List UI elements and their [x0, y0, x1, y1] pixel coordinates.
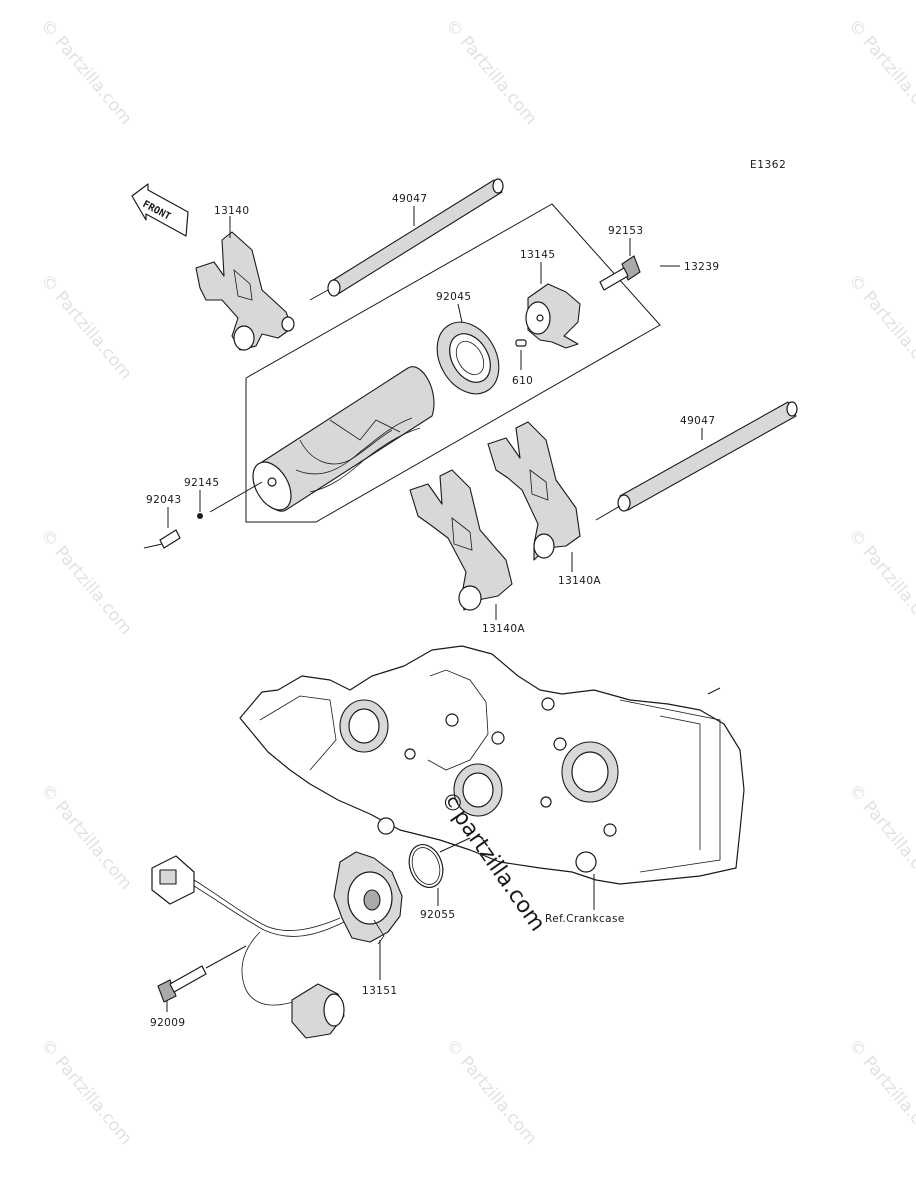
part-label-610: 610 — [512, 375, 533, 387]
part-labels: 13140 49047 13145 92153 13239 92045 610 … — [146, 193, 719, 1029]
shift-fork-13140 — [195, 231, 295, 351]
bolt-92153 — [599, 255, 641, 291]
part-label-13140: 13140 — [214, 205, 249, 217]
part-label-13145: 13145 — [520, 249, 555, 261]
watermark: © Partzilla.com — [36, 525, 136, 638]
watermark: © Partzilla.com — [844, 270, 916, 383]
sensor-plug — [291, 983, 345, 1039]
gear-position-sensor-13151 — [333, 851, 403, 945]
part-label-92009: 92009 — [150, 1017, 185, 1029]
watermark: © Partzilla.com — [36, 780, 136, 893]
diagram-code: E1362 — [750, 159, 786, 171]
part-label-13239: 13239 — [684, 261, 719, 273]
sensor-connector — [151, 855, 195, 905]
ref-crankcase-label: Ref.Crankcase — [545, 913, 625, 925]
part-label-92153: 92153 — [608, 225, 643, 237]
part-label-49047-top: 49047 — [392, 193, 427, 205]
sensor-wire-harness — [193, 879, 345, 1006]
part-label-13140a-right: 13140A — [558, 575, 601, 587]
watermark: © Partzilla.com — [441, 1035, 541, 1148]
watermark: © Partzilla.com — [36, 15, 136, 128]
o-ring-92055 — [408, 844, 444, 888]
watermark: © Partzilla.com — [844, 525, 916, 638]
shift-rod-top — [327, 178, 504, 297]
shift-drum — [252, 366, 435, 512]
part-label-92055: 92055 — [420, 909, 455, 921]
bolt-92009 — [157, 965, 207, 1003]
shift-fork-13140a-left — [409, 469, 513, 611]
part-label-13140a-left: 13140A — [482, 623, 525, 635]
shift-rod-mid — [617, 401, 798, 512]
front-arrow-icon: FRONT — [131, 183, 189, 237]
watermark: © Partzilla.com — [844, 780, 916, 893]
shift-fork-13140a-right — [487, 421, 581, 561]
part-label-92045: 92045 — [436, 291, 471, 303]
watermark: © Partzilla.com — [844, 1035, 916, 1148]
ball-92145 — [197, 513, 203, 519]
pin-92043 — [143, 529, 181, 549]
crankcase — [239, 645, 745, 885]
watermark: © Partzilla.com — [36, 270, 136, 383]
bearing-92045 — [436, 321, 500, 395]
part-label-49047-mid: 49047 — [680, 415, 715, 427]
watermark: © Partzilla.com — [36, 1035, 136, 1148]
part-label-13151: 13151 — [362, 985, 397, 997]
watermark: © Partzilla.com — [844, 15, 916, 128]
part-label-92145: 92145 — [184, 477, 219, 489]
assembly-bracket-13239 — [245, 203, 661, 523]
part-label-92043: 92043 — [146, 494, 181, 506]
watermark: © Partzilla.com — [441, 15, 541, 128]
shift-drum-cam-13145 — [525, 283, 581, 349]
pin-610 — [515, 339, 527, 347]
